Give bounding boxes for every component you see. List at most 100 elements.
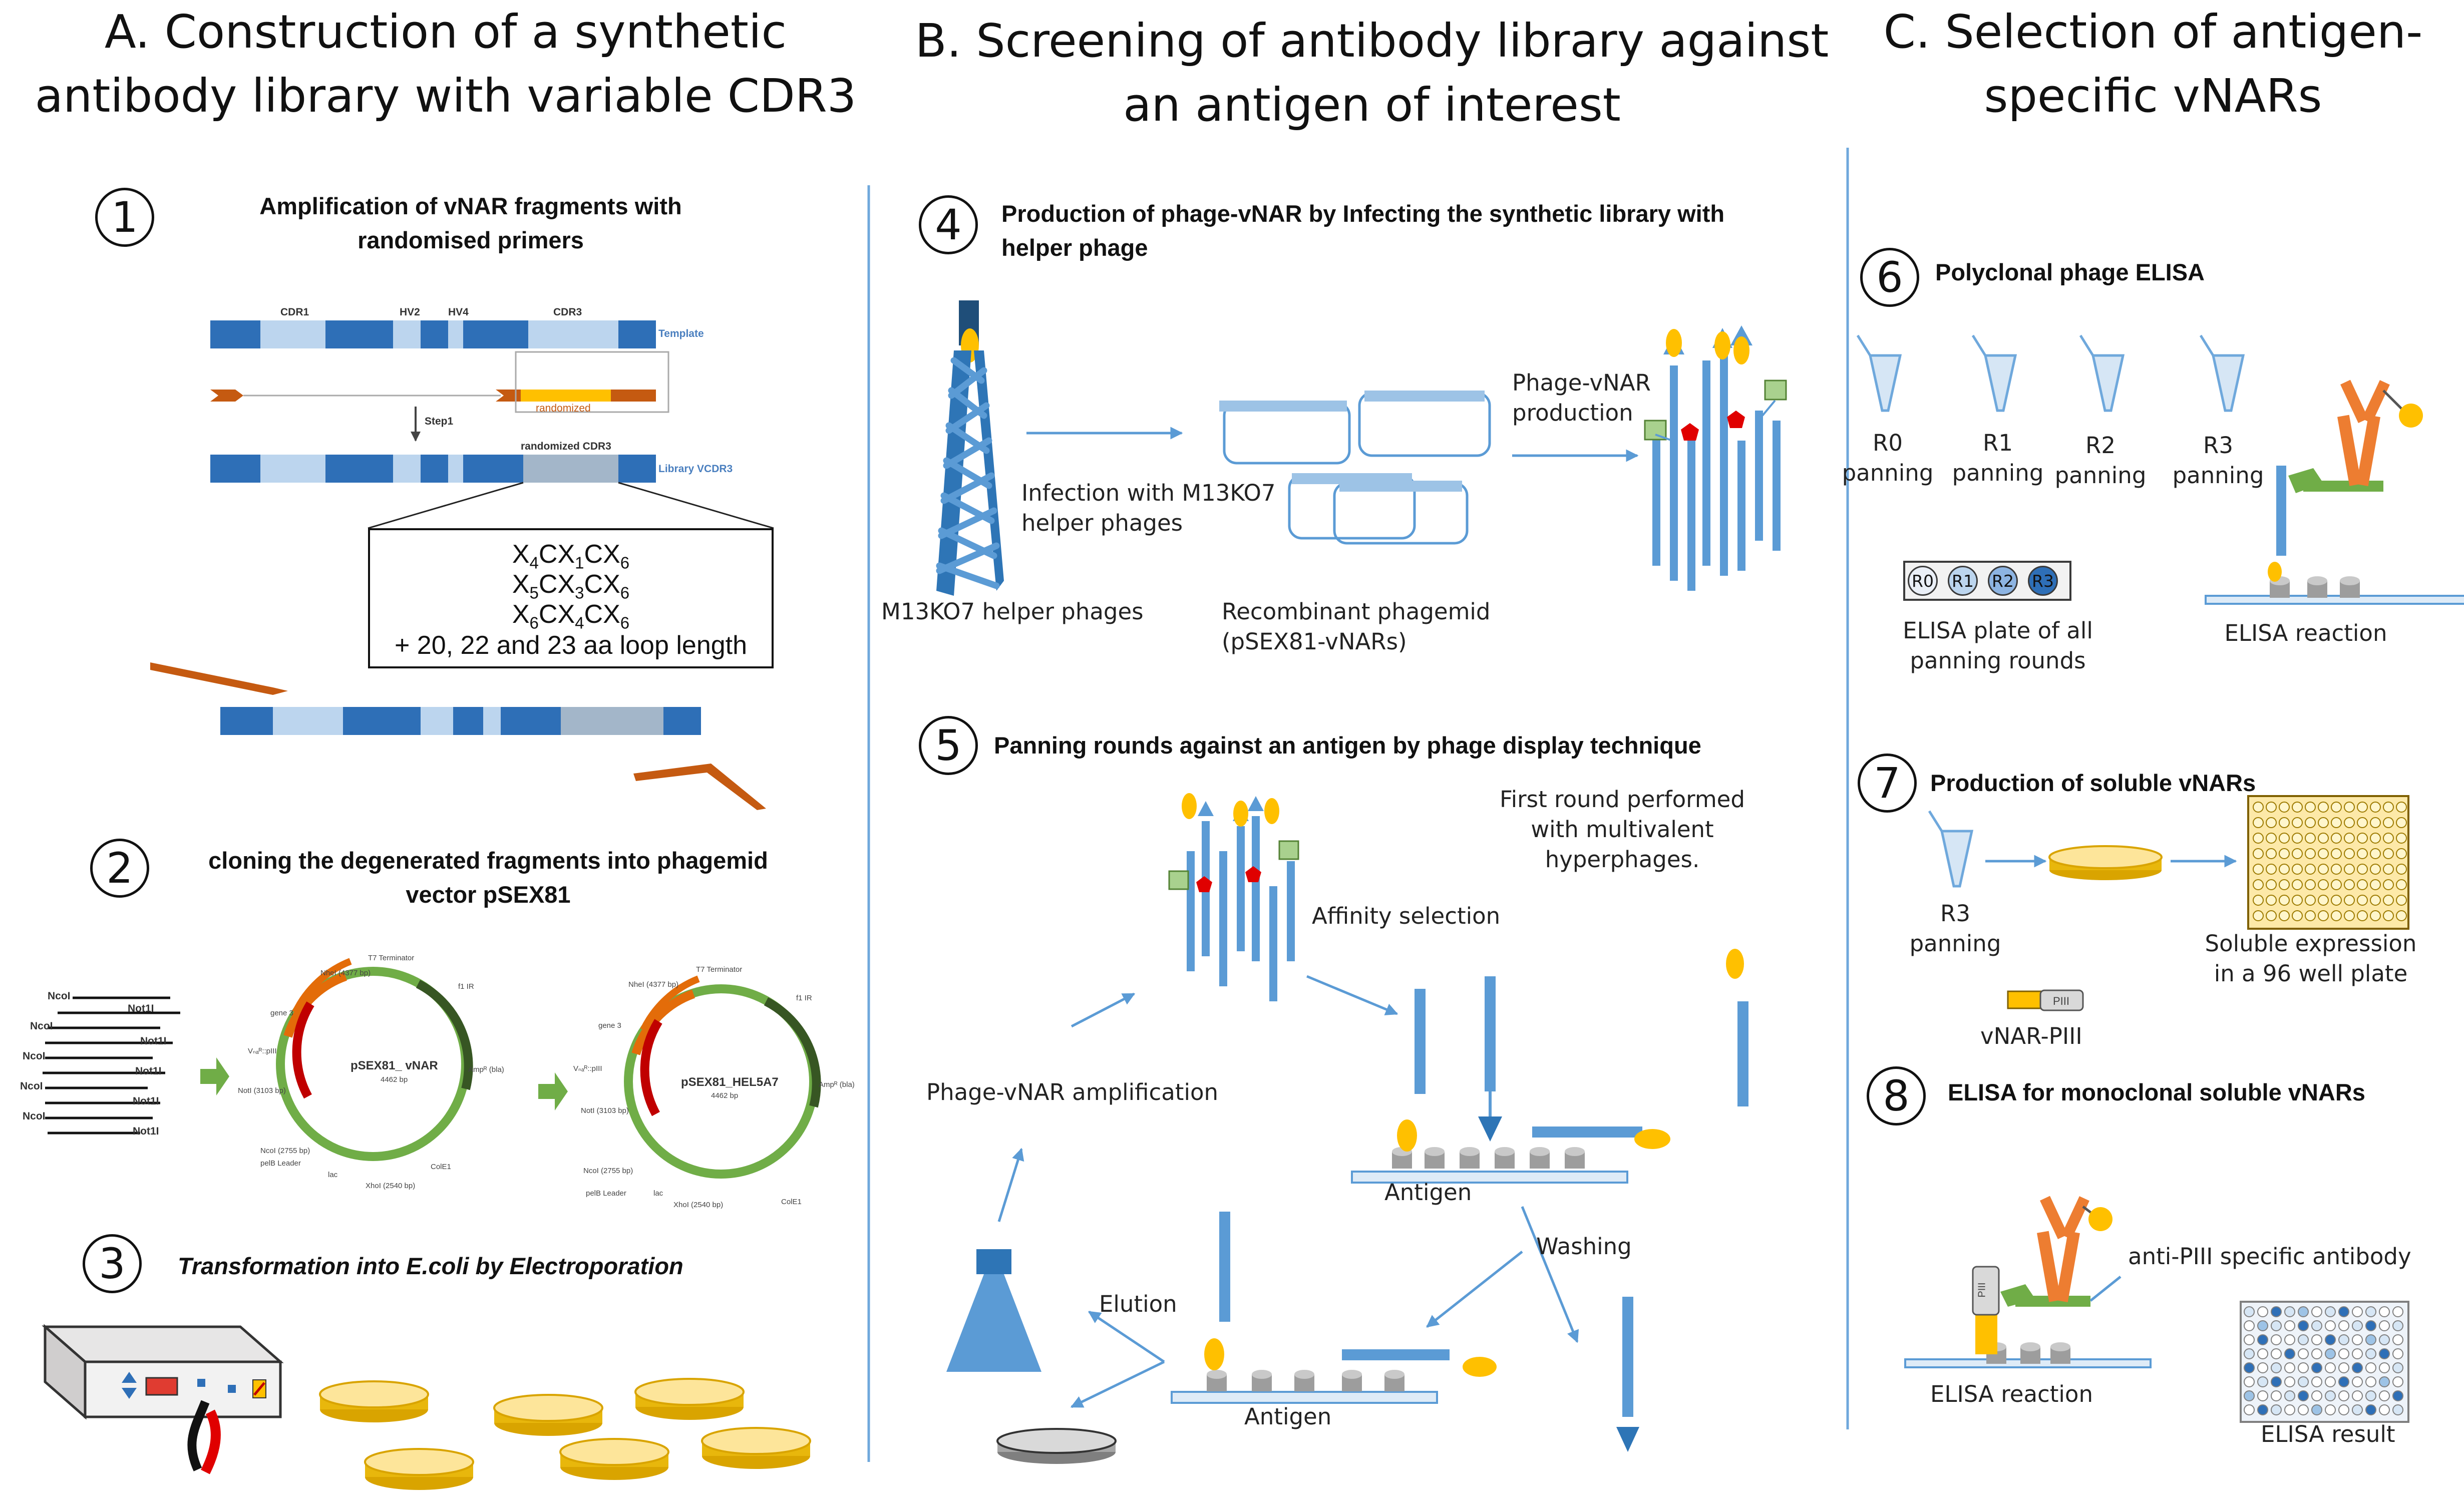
elisa-reaction-6 <box>2205 380 2464 605</box>
step-title-4: Production of phage-vNAR by Infecting th… <box>1001 200 1725 261</box>
randomized-cdr3-label: randomized CDR3 <box>521 441 611 452</box>
step-title-8: ELISA for monoclonal soluble vNARs <box>1948 1079 2365 1105</box>
agar-plate <box>493 1394 603 1437</box>
fragment-label: Not1I <box>140 1035 167 1047</box>
feature-label: ColE1 <box>431 1163 451 1171</box>
template-gene-bar <box>210 320 656 348</box>
helper-phage-label: M13KO7 helper phages <box>881 598 1144 625</box>
result-well <box>2298 1390 2309 1401</box>
well <box>2370 895 2381 906</box>
result-well <box>2298 1320 2309 1331</box>
result-well <box>2325 1320 2336 1331</box>
binding-step <box>1351 949 1748 1184</box>
result-well <box>2325 1404 2336 1415</box>
result-well <box>2298 1376 2309 1387</box>
feature-label: ColE1 <box>781 1198 802 1206</box>
result-well <box>2325 1376 2336 1387</box>
well <box>2370 864 2381 875</box>
well <box>2253 864 2264 875</box>
cloning-arrow <box>200 1057 229 1095</box>
petri-dish <box>996 1428 1117 1464</box>
well <box>2383 833 2394 844</box>
motif-line-1: X4CX1CX6 <box>512 540 630 572</box>
well <box>2318 864 2329 875</box>
well <box>2383 817 2394 828</box>
well <box>2331 833 2342 844</box>
well <box>2266 817 2277 828</box>
well <box>2305 802 2316 813</box>
column-c-title: C. Selection of antigen- specific vNARs <box>1883 5 2423 123</box>
result-well <box>2257 1376 2268 1387</box>
result-well <box>2271 1334 2282 1345</box>
elisa-result-label: ELISA result <box>2261 1421 2395 1447</box>
phagemid-label: Recombinant phagemid (pSEX81-vNARs) <box>1222 598 1491 655</box>
well <box>2357 833 2368 844</box>
result-well <box>2311 1334 2322 1345</box>
step-title-7: Production of soluble vNARs <box>1930 770 2256 796</box>
fragment-label: Not1I <box>133 1126 159 1137</box>
result-well <box>2244 1334 2255 1345</box>
well <box>2279 879 2290 890</box>
soluble-expression-label: Soluble expression in a 96 well plate <box>2205 930 2417 987</box>
result-well <box>2271 1348 2282 1359</box>
result-well <box>2271 1404 2282 1415</box>
electroporator <box>42 1324 284 1474</box>
elution-label: Elution <box>1099 1291 1177 1317</box>
well <box>2292 848 2303 859</box>
production-label: Phage-vNAR production <box>1512 369 1651 426</box>
plasmid-2-size: 4462 bp <box>711 1091 739 1100</box>
result-well <box>2284 1320 2295 1331</box>
result-well <box>2298 1362 2309 1373</box>
agar-plate <box>364 1448 474 1491</box>
well <box>2279 833 2290 844</box>
result-well <box>2352 1348 2363 1359</box>
amplification-arrow <box>997 1148 1024 1222</box>
step-title-6: Polyclonal phage ELISA <box>1935 259 2205 285</box>
feature-label: gene 3 <box>598 1021 621 1030</box>
well <box>2266 833 2277 844</box>
well <box>2266 848 2277 859</box>
tube-r0 <box>1858 335 1900 411</box>
washing-arrow <box>1521 1206 1579 1343</box>
result-well <box>2379 1390 2390 1401</box>
well <box>2266 802 2277 813</box>
expression-plate <box>2048 845 2163 880</box>
feature-label: NotI (3103 bp) <box>238 1086 286 1095</box>
feature-label: NotI (3103 bp) <box>581 1106 629 1115</box>
well <box>2344 910 2355 921</box>
feature-label: lac <box>328 1171 338 1179</box>
result-well <box>2284 1306 2295 1317</box>
well <box>2292 879 2303 890</box>
result-well <box>2244 1348 2255 1359</box>
step-number-5: 5 <box>919 716 978 775</box>
well <box>2370 910 2381 921</box>
result-well <box>2379 1362 2390 1373</box>
well <box>2266 910 2277 921</box>
result-well <box>2298 1334 2309 1345</box>
well <box>2305 833 2316 844</box>
elisa-well-r1: R1 <box>1948 566 1978 596</box>
result-well <box>2284 1334 2295 1345</box>
well <box>2253 848 2264 859</box>
result-well <box>2392 1362 2403 1373</box>
fragment-label: Not1I <box>133 1095 159 1107</box>
template-label: Template <box>658 328 704 339</box>
result-well <box>2244 1362 2255 1373</box>
tube-r3 <box>2201 335 2243 411</box>
well <box>2318 848 2329 859</box>
well <box>2344 864 2355 875</box>
result-well <box>2338 1334 2349 1345</box>
elisa-reaction-label-6: ELISA reaction <box>2224 620 2387 646</box>
plasmid-1-name: pSEX81_ vNAR <box>350 1059 438 1072</box>
feature-label: gene 3 <box>270 1009 293 1017</box>
result-well <box>2244 1404 2255 1415</box>
result-well <box>2392 1390 2403 1401</box>
feature-label: NcoI (2755 bp) <box>260 1147 310 1155</box>
well <box>2344 802 2355 813</box>
round-label-r0: R0 panning <box>1842 430 1934 486</box>
result-well <box>2352 1320 2363 1331</box>
result-well <box>2325 1348 2336 1359</box>
well <box>2266 895 2277 906</box>
result-well <box>2311 1320 2322 1331</box>
feature-label: f1 IR <box>458 982 474 991</box>
